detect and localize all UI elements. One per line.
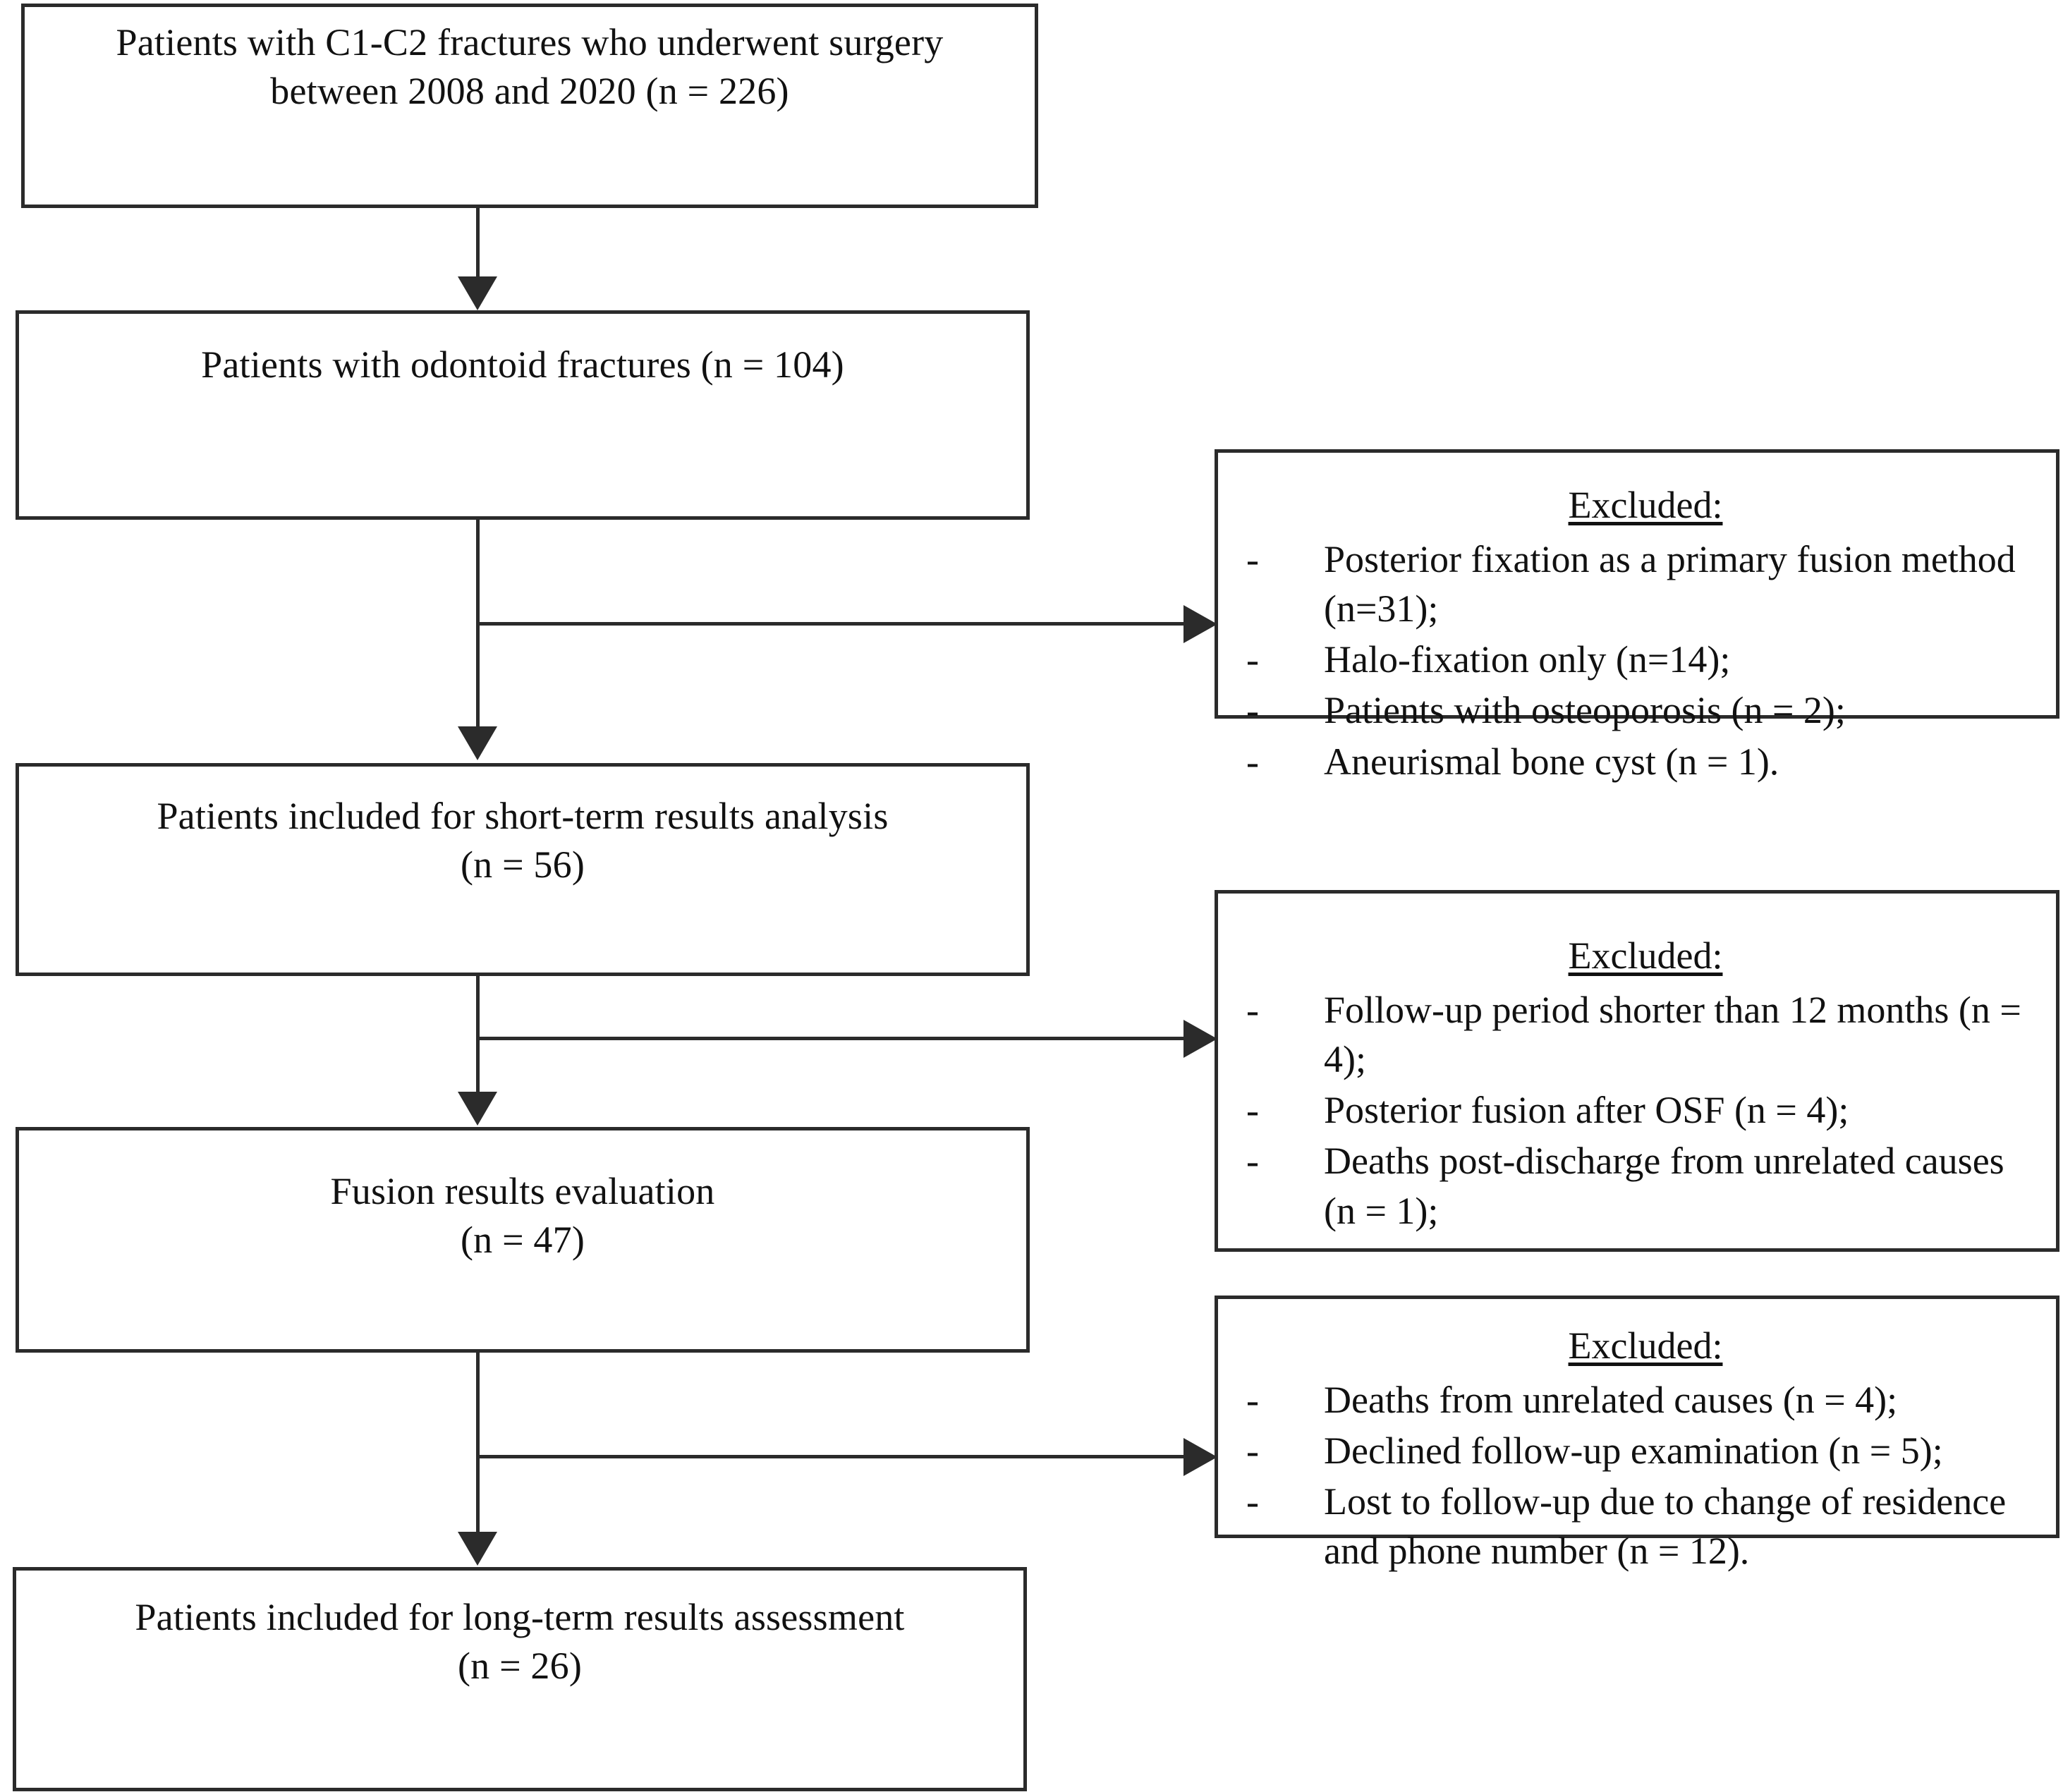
excluded-list-item: - Lost to follow-up due to change of res… [1239,1477,2031,1575]
excluded-list-item-text: Follow-up period shorter than 12 months … [1324,988,2021,1081]
flow-box-long-term-line1: Patients included for long-term results … [135,1596,905,1638]
dash-bullet-icon: - [1246,537,1259,580]
connector-to-excluded-box-3 [477,1455,1184,1458]
excluded-box-2: Excluded: - Follow-up period shorter tha… [1215,890,2059,1252]
flow-box-fusion-evaluation: Fusion results evaluation (n = 47) [16,1127,1030,1353]
excluded-list-item: - Posterior fixation as a primary fusion… [1239,535,2031,633]
excluded-list-item-text: Aneurismal bone cyst (n = 1). [1324,740,1779,783]
excluded-list-item: - Declined follow-up examination (n = 5)… [1239,1426,2031,1475]
arrow-right-icon [1183,605,1217,643]
flow-box-long-term-text: Patients included for long-term results … [16,1593,1023,1690]
excluded-box-1-title: Excluded: [1568,484,1723,526]
excluded-box-2-list: - Follow-up period shorter than 12 month… [1239,985,2031,1236]
connector-to-excluded-box-2 [477,1037,1184,1040]
dash-bullet-icon: - [1246,689,1259,732]
connector-enrolled-to-odontoid [476,208,480,282]
flow-box-short-term-line2: (n = 56) [460,843,585,886]
flow-box-short-term: Patients included for short-term results… [16,763,1030,976]
dash-bullet-icon: - [1246,1140,1259,1183]
dash-bullet-icon: - [1246,1378,1259,1421]
flow-box-odontoid-line1: Patients with odontoid fractures (n = 10… [201,343,844,386]
excluded-box-3-title: Excluded: [1568,1324,1723,1367]
excluded-box-2-title: Excluded: [1568,934,1723,977]
dash-bullet-icon: - [1246,740,1259,783]
excluded-box-2-content: Excluded: - Follow-up period shorter tha… [1218,933,2056,1237]
excluded-box-1: Excluded: - Posterior fixation as a prim… [1215,449,2059,783]
flow-box-short-term-line1: Patients included for short-term results… [157,795,889,837]
arrow-down-icon [458,726,497,760]
excluded-box-3-list: - Deaths from unrelated causes (n = 4); … [1239,1375,2031,1576]
excluded-list-item: - Aneurismal bone cyst (n = 1). [1239,737,2031,786]
flow-box-enrolled-line2: between 2008 and 2020 (n = 226) [270,70,789,113]
arrow-down-icon [458,1092,497,1126]
excluded-list-item-text: Deaths post-discharge from unrelated cau… [1324,1140,2004,1232]
flow-box-long-term-line2: (n = 26) [457,1645,583,1688]
flow-box-odontoid-text: Patients with odontoid fractures (n = 10… [19,341,1026,389]
arrow-down-icon [458,1532,497,1566]
excluded-list-item-text: Halo-fixation only (n=14); [1324,638,1731,681]
excluded-list-item: - Patients with osteoporosis (n = 2); [1239,685,2031,735]
excluded-list-item: - Deaths from unrelated causes (n = 4); [1239,1375,2031,1425]
excluded-list-item-text: Declined follow-up examination (n = 5); [1324,1430,1943,1473]
flow-box-long-term: Patients included for long-term results … [13,1567,1027,1791]
connector-short-term-to-fusion [476,976,480,1093]
excluded-box-1-list: - Posterior fixation as a primary fusion… [1239,535,2031,786]
dash-bullet-icon: - [1246,1430,1259,1473]
excluded-list-item: - Posterior fusion after OSF (n = 4); [1239,1085,2031,1135]
arrow-right-icon [1183,1020,1217,1058]
excluded-list-item: - Halo-fixation only (n=14); [1239,635,2031,684]
dash-bullet-icon: - [1246,1480,1259,1523]
connector-to-excluded-box-1 [477,622,1184,626]
flow-box-odontoid: Patients with odontoid fractures (n = 10… [16,310,1030,520]
excluded-list-item-text: Deaths from unrelated causes (n = 4); [1324,1378,1898,1421]
dash-bullet-icon: - [1246,1089,1259,1132]
excluded-box-3: Excluded: - Deaths from unrelated causes… [1215,1296,2059,1572]
excluded-list-item: - Deaths post-discharge from unrelated c… [1239,1136,2031,1235]
arrow-right-icon [1183,1438,1217,1476]
flow-box-fusion-evaluation-text: Fusion results evaluation (n = 47) [19,1167,1026,1264]
excluded-list-item-text: Lost to follow-up due to change of resid… [1324,1480,2007,1573]
flow-box-fusion-evaluation-line1: Fusion results evaluation [330,1170,715,1212]
excluded-list-item-text: Patients with osteoporosis (n = 2); [1324,689,1846,732]
excluded-list-item: - Follow-up period shorter than 12 month… [1239,985,2031,1084]
dash-bullet-icon: - [1246,988,1259,1031]
arrow-down-icon [458,276,497,310]
flow-box-fusion-evaluation-line2: (n = 47) [460,1219,585,1262]
excluded-list-item-text: Posterior fixation as a primary fusion m… [1324,537,2016,630]
excluded-box-3-content: Excluded: - Deaths from unrelated causes… [1218,1323,2056,1578]
dash-bullet-icon: - [1246,638,1259,681]
flow-box-enrolled: Patients with C1-C2 fractures who underw… [21,4,1038,208]
excluded-list-item-text: Posterior fusion after OSF (n = 4); [1324,1089,1849,1132]
excluded-box-1-content: Excluded: - Posterior fixation as a prim… [1218,482,2056,788]
connector-fusion-to-long-term [476,1353,480,1533]
flow-box-enrolled-line1: Patients with C1-C2 fractures who underw… [116,21,944,63]
flow-box-short-term-text: Patients included for short-term results… [19,792,1026,889]
flow-box-enrolled-text: Patients with C1-C2 fractures who underw… [25,18,1035,116]
